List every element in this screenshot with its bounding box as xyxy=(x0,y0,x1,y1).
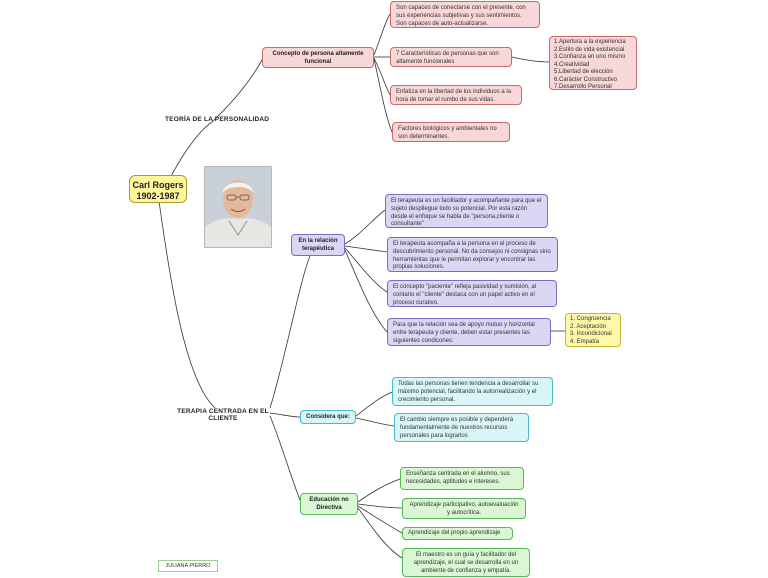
relation-item-2[interactable]: El terapeuta acompaña a la persona en el… xyxy=(387,237,558,272)
education-item-1[interactable]: Enseñanza centrada en el alumno, sus nec… xyxy=(400,467,524,490)
concept-title-line2: funcional xyxy=(304,58,332,65)
portrait-photo xyxy=(204,166,272,248)
characteristic-5: 5.Libertad de elección xyxy=(554,69,613,75)
concept-item-3[interactable]: Enfatiza en la libertad de los individuo… xyxy=(390,85,522,105)
conditions-list[interactable]: 1. Congruencia 2. Aceptación 3. Incondic… xyxy=(565,313,621,347)
concept-item-1[interactable]: Son capaces de conectarse con el present… xyxy=(390,1,540,28)
education-item-4[interactable]: El maestro es un guía y facilitador del … xyxy=(402,548,530,577)
characteristic-7: 7.Desarrollo Personal xyxy=(554,84,612,90)
relation-item-4[interactable]: Para que la relación sea de apoyo mutuo … xyxy=(387,318,551,346)
education-title-line2: Directiva xyxy=(316,504,342,511)
author-label: JULIANA PIERRO xyxy=(158,560,218,572)
central-topic[interactable]: Carl Rogers 1902-1987 xyxy=(129,175,187,203)
concept-title-line1: Concepto de persona altamente xyxy=(272,51,364,57)
characteristic-2: 2.Estilo de vida existencial xyxy=(554,46,625,53)
concept-node[interactable]: Concepto de persona altamente funcional xyxy=(262,47,374,68)
condition-3: 3. Incondicional xyxy=(570,331,612,337)
central-topic-years: 1902-1987 xyxy=(136,191,180,202)
concept-item-4[interactable]: Factores biológicos y ambientales no son… xyxy=(392,122,510,142)
characteristics-list[interactable]: 1.Apertura a la experiencia 2.Estilo de … xyxy=(549,36,637,90)
therapy-branch-label-line1: TERAPIA CENTRADA EN EL xyxy=(177,408,269,415)
concept-item-2[interactable]: 7 Características de personas que son al… xyxy=(390,47,512,67)
education-item-3[interactable]: Aprendizaje del propio aprendizaje xyxy=(402,527,513,540)
relation-title-line1: En la relación xyxy=(298,238,338,244)
condition-2: 2. Aceptación xyxy=(570,323,607,330)
condition-1: 1. Congruencia xyxy=(570,316,611,322)
considers-item-2[interactable]: El cambio siempre es posible y dependerá… xyxy=(394,413,529,442)
theory-branch-label: TEORÍA DE LA PERSONALIDAD xyxy=(165,116,270,123)
education-item-2[interactable]: Aprendizaje participativo, autoevaluació… xyxy=(402,498,526,519)
central-topic-name: Carl Rogers xyxy=(132,180,184,190)
relation-node[interactable]: En la relación terapéutica xyxy=(291,234,345,256)
characteristic-4: 4.Creatividad xyxy=(554,61,590,68)
relation-title-line2: terapéutica xyxy=(301,245,334,252)
therapy-branch-label: TERAPIA CENTRADA EN EL CLIENTE xyxy=(174,408,272,422)
education-title-line1: Educación no xyxy=(309,497,349,503)
condition-4: 4. Empatía xyxy=(570,338,600,345)
characteristic-6: 6.Carácter Constructivo xyxy=(554,76,618,83)
characteristic-3: 3.Confianza en uno mismo xyxy=(554,54,626,60)
considers-item-1[interactable]: Todas las personas tienen tendencia a de… xyxy=(392,377,553,406)
characteristic-1: 1.Apertura a la experiencia xyxy=(554,39,626,45)
relation-item-3[interactable]: El concepto "paciente" refleja pasividad… xyxy=(387,280,557,307)
therapy-branch-label-line2: CLIENTE xyxy=(208,415,238,422)
education-node[interactable]: Educación no Directiva xyxy=(300,493,358,515)
considers-node[interactable]: Considera que: xyxy=(300,410,356,424)
relation-item-1[interactable]: El terapeuta es un facilitador y acompañ… xyxy=(385,194,548,228)
